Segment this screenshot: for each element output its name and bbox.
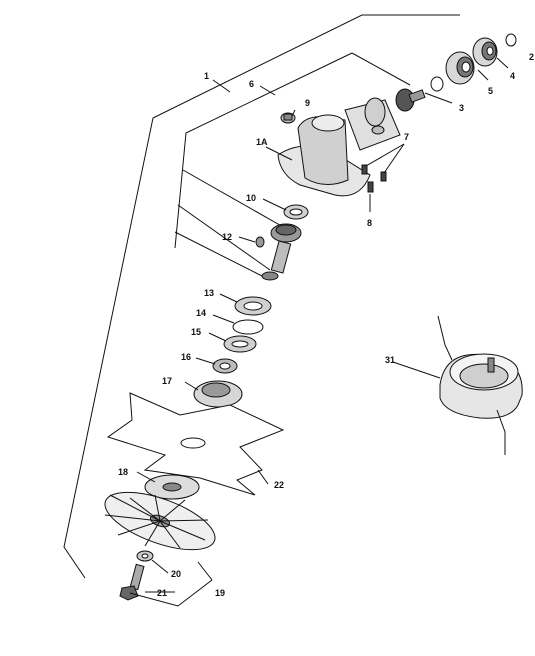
label-15: 15 xyxy=(191,327,201,337)
group-frame-lines xyxy=(63,14,460,579)
label-7: 7 xyxy=(404,132,409,142)
label-21: 21 xyxy=(157,588,167,598)
label-31: 31 xyxy=(385,355,395,365)
screw-8 xyxy=(367,181,374,193)
label-19: 19 xyxy=(215,588,225,598)
label-1A: 1A xyxy=(256,137,268,147)
screws-7 xyxy=(361,164,387,182)
gear-housing xyxy=(277,97,401,197)
bearing-13 xyxy=(234,296,272,316)
label-2: 2 xyxy=(529,52,534,62)
label-14: 14 xyxy=(196,308,206,318)
bearing-10 xyxy=(283,204,309,220)
bearing-4 xyxy=(472,37,498,67)
collar-16 xyxy=(212,358,238,374)
label-20: 20 xyxy=(171,569,181,579)
label-1: 1 xyxy=(204,71,209,81)
label-13: 13 xyxy=(204,288,214,298)
pinion-gear xyxy=(395,88,426,112)
bolt-21 xyxy=(119,563,145,601)
plug-9 xyxy=(280,112,296,124)
key-12 xyxy=(255,236,265,248)
label-6: 6 xyxy=(249,79,254,89)
bevel-gear-shaft xyxy=(261,223,302,281)
blade-hole xyxy=(180,437,206,449)
label-5: 5 xyxy=(488,86,493,96)
circlip-3 xyxy=(430,76,444,92)
label-17: 17 xyxy=(162,376,172,386)
label-9: 9 xyxy=(305,98,310,108)
label-16: 16 xyxy=(181,352,191,362)
label-3: 3 xyxy=(459,103,464,113)
leader-lines xyxy=(129,57,509,607)
label-12: 12 xyxy=(222,232,232,242)
cover-17 xyxy=(193,380,243,408)
label-10: 10 xyxy=(246,193,256,203)
label-4: 4 xyxy=(510,71,515,81)
ring-2 xyxy=(505,33,517,47)
label-18: 18 xyxy=(118,467,128,477)
guard-plate-19 xyxy=(104,491,216,551)
bearing-5 xyxy=(445,51,475,85)
washer-20 xyxy=(136,550,154,562)
label-22: 22 xyxy=(274,480,284,490)
washer-14 xyxy=(232,319,264,335)
label-8: 8 xyxy=(367,218,372,228)
trimmer-head-31 xyxy=(437,315,523,455)
part-labels: 1 6 1A 3 5 4 2 7 8 9 10 12 13 14 15 16 1… xyxy=(118,52,534,598)
bearing-15 xyxy=(223,335,257,353)
flange-18 xyxy=(144,474,200,500)
